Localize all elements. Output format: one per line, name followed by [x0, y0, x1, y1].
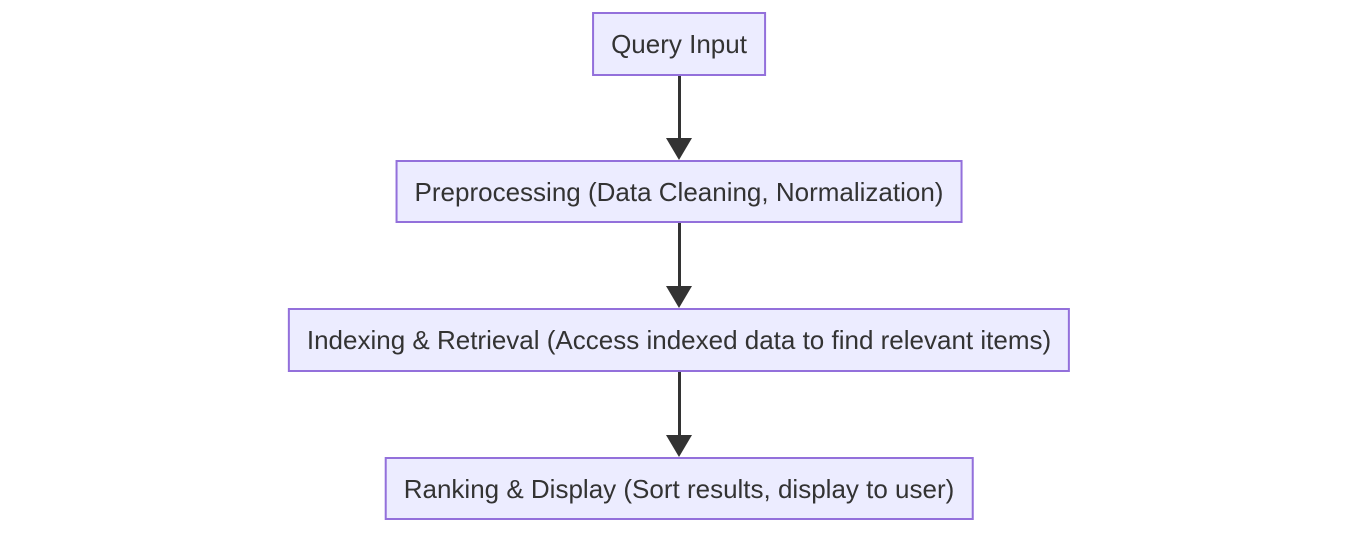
arrow-preprocessing-to-indexing-retrieval: [666, 223, 692, 308]
node-ranking-display: Ranking & Display (Sort results, display…: [384, 457, 974, 520]
arrow-line: [677, 76, 681, 138]
node-preprocessing: Preprocessing (Data Cleaning, Normalizat…: [395, 160, 963, 223]
arrow-down-head-icon: [666, 138, 692, 160]
arrow-down-head-icon: [666, 286, 692, 308]
node-indexing-retrieval: Indexing & Retrieval (Access indexed dat…: [287, 308, 1071, 372]
arrow-query-input-to-preprocessing: [666, 76, 692, 160]
arrow-indexing-retrieval-to-ranking-display: [666, 372, 692, 457]
arrow-down-head-icon: [666, 435, 692, 457]
arrow-line: [677, 223, 681, 286]
arrow-line: [677, 372, 681, 435]
node-query-input: Query Input: [592, 12, 766, 76]
